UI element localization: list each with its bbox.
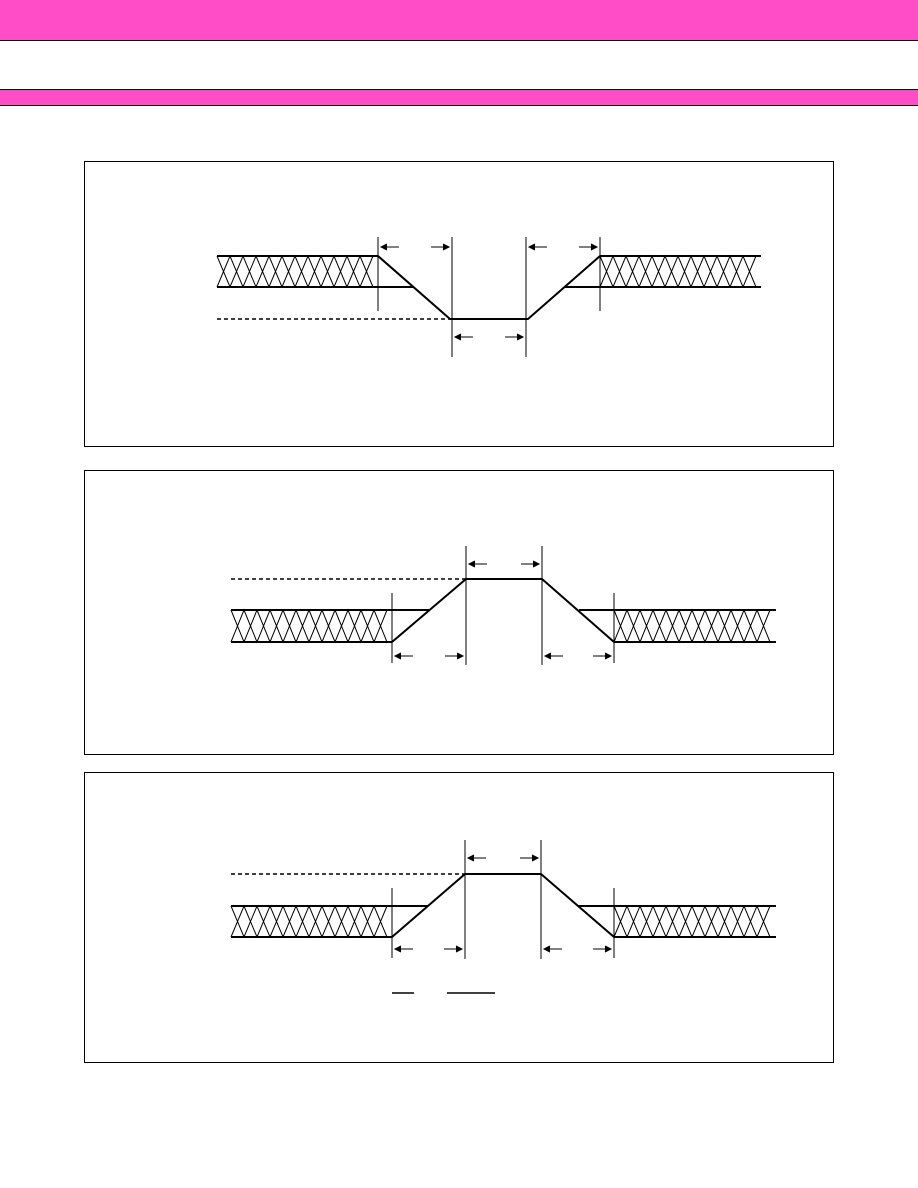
timing-diagram-panel-2 xyxy=(84,470,834,755)
timing-diagram-panel-3 xyxy=(84,772,834,1063)
timing-markers xyxy=(391,840,615,959)
timing-arrows xyxy=(379,243,599,341)
undefined-bus-hatch-right xyxy=(613,608,776,644)
undefined-bus-hatch-right xyxy=(613,904,776,939)
timing-arrows xyxy=(393,854,613,953)
timing-arrows xyxy=(393,560,613,660)
undefined-bus-hatch-right xyxy=(599,254,761,289)
timing-waveform-3 xyxy=(230,840,776,994)
timing-markers xyxy=(377,237,601,357)
top-rule xyxy=(0,40,918,41)
timing-diagram-panel-1 xyxy=(84,161,834,447)
timing-waveform-1 xyxy=(216,237,761,357)
timing-waveform-2 xyxy=(230,546,776,665)
timing-markers xyxy=(391,546,615,665)
top-color-band xyxy=(0,0,918,40)
undefined-bus-hatch-left xyxy=(230,608,392,644)
signal-line xyxy=(391,873,615,938)
undefined-bus-hatch-left xyxy=(230,904,392,939)
undefined-bus-hatch-left xyxy=(216,254,378,289)
header-color-bar xyxy=(0,89,918,106)
